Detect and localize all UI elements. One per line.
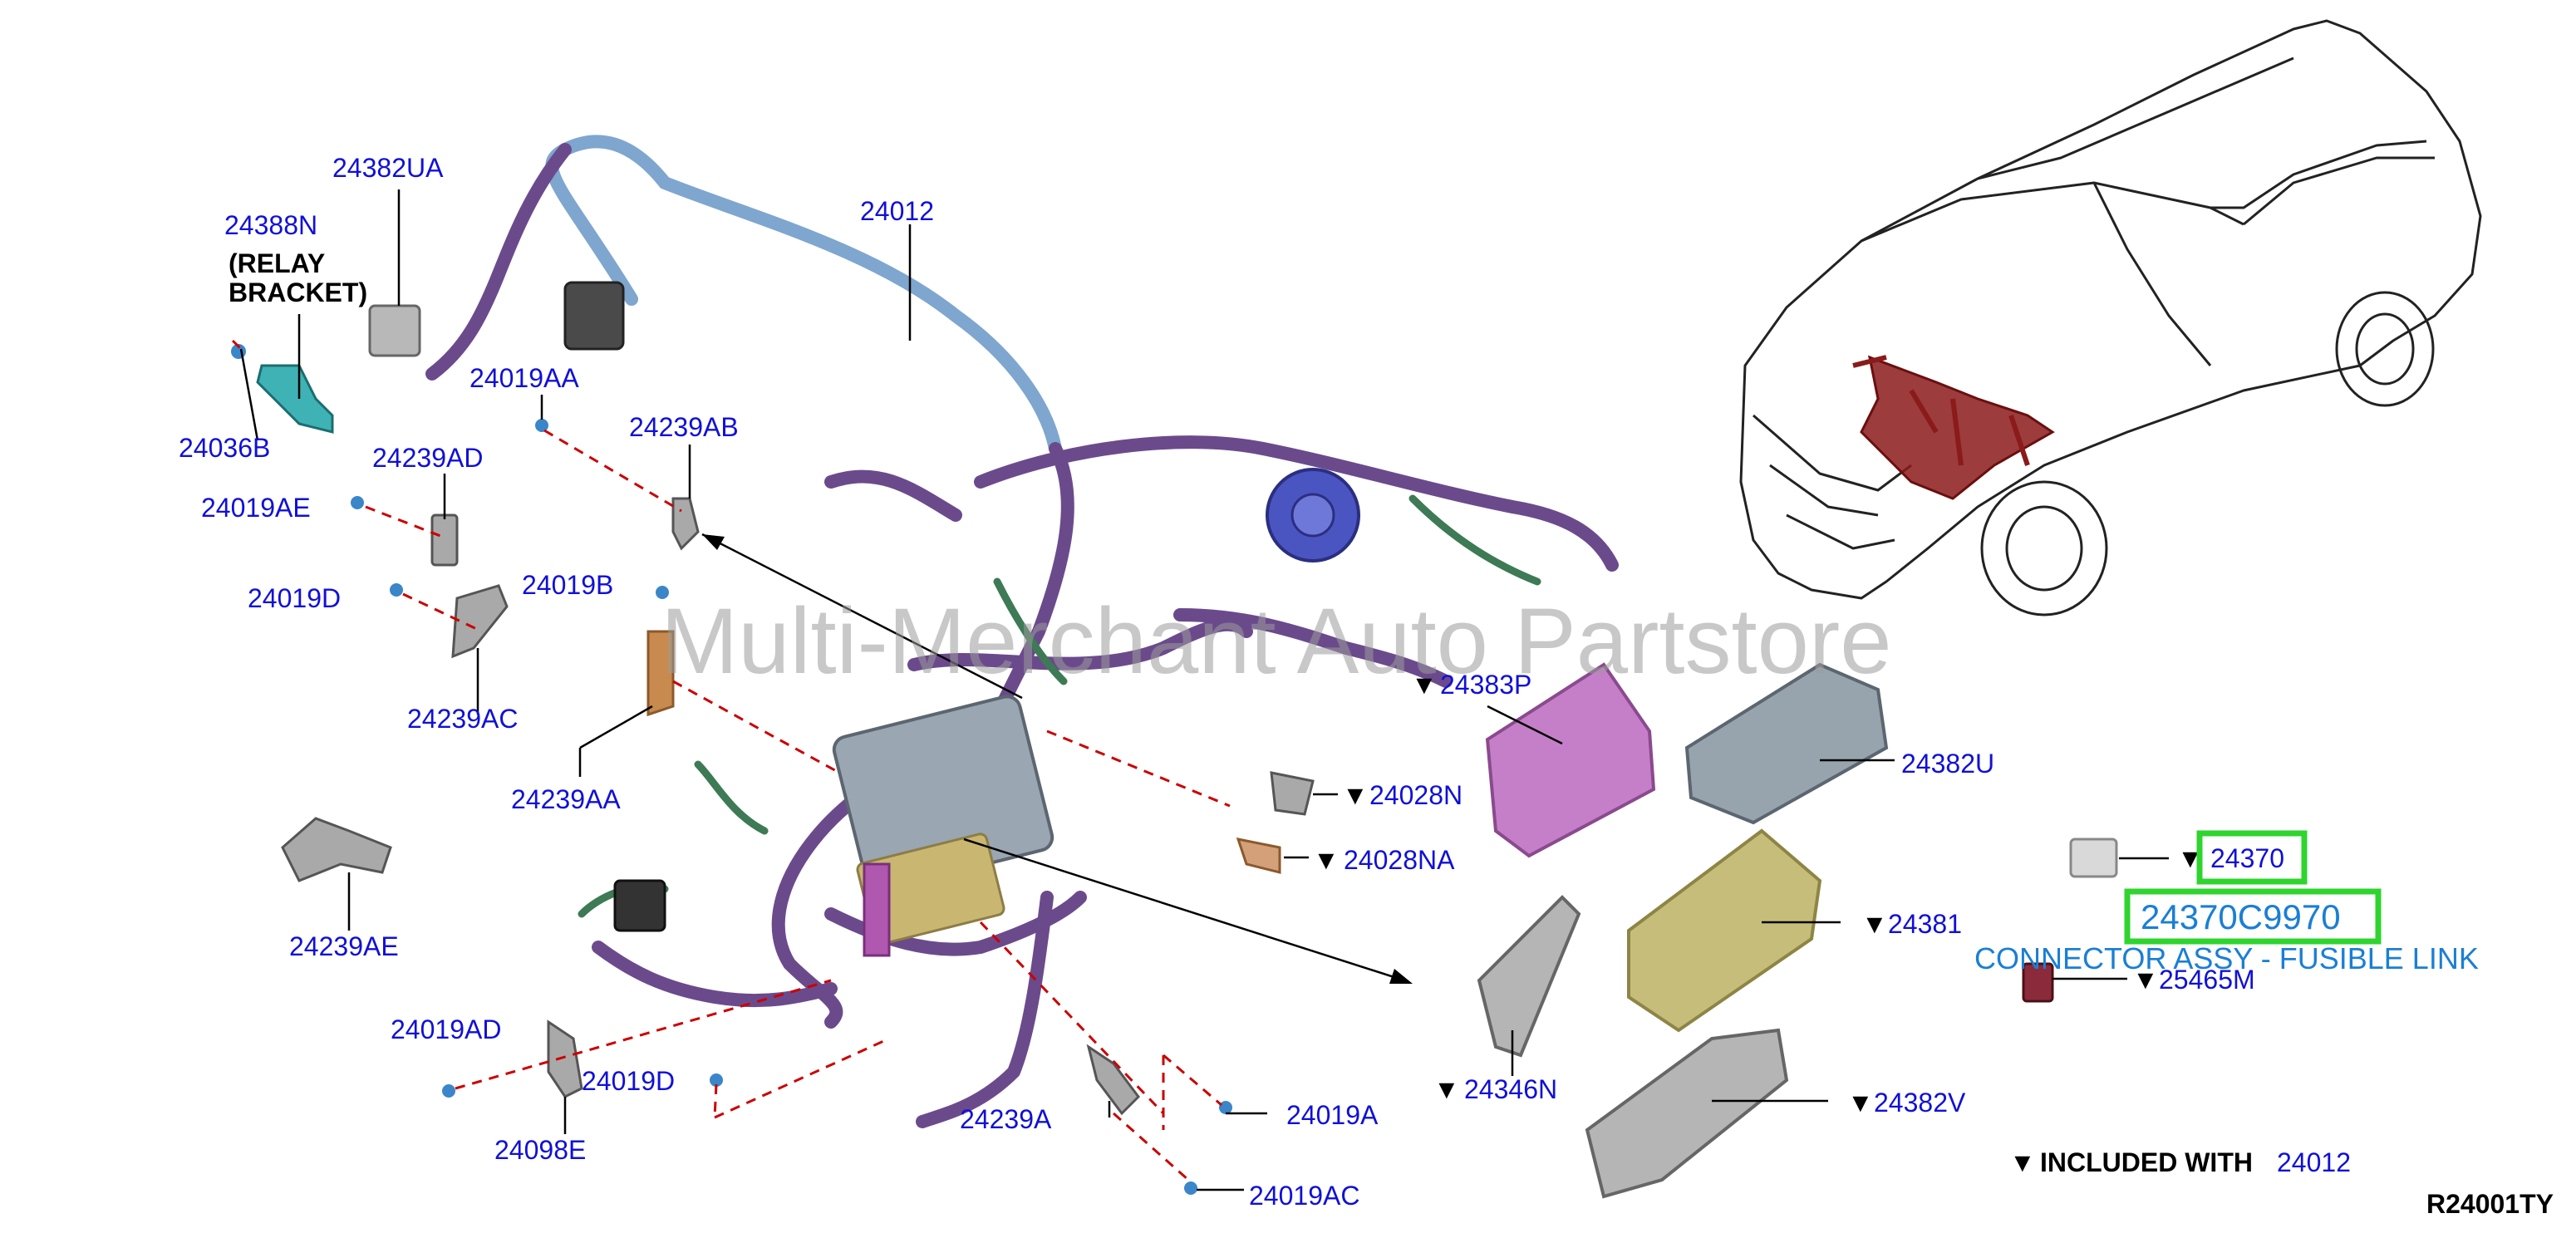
label-24019a[interactable]: 24019A [1286,1100,1379,1130]
label-24381-group[interactable]: ▼ 24381 [1861,909,1962,939]
label-24019aa[interactable]: 24019AA [469,363,579,393]
label-24019ad[interactable]: 24019AD [391,1014,501,1044]
included-marker: ▼ [1411,670,1438,700]
label-24381[interactable]: 24381 [1888,909,1962,939]
label-relay-bracket-line2: BRACKET) [229,278,367,307]
legend-included-part[interactable]: 24012 [2277,1147,2351,1177]
label-24036b[interactable]: 24036B [179,433,270,463]
clip-24028n [1270,771,1315,816]
label-24382v-group[interactable]: ▼ 24382V [1847,1088,1966,1118]
bracket-24346n [1477,895,1581,1058]
part-labels: 24382UA 24388N (RELAY BRACKET) 24012 240… [179,153,2554,1219]
bracket-24239ae [281,817,392,882]
label-24019ac[interactable]: 24019AC [1249,1181,1359,1211]
label-24012[interactable]: 24012 [860,196,934,226]
diagram-reference-code: R24001TY [2426,1189,2554,1219]
label-25465m[interactable]: 25465M [2159,965,2255,995]
included-marker: ▼ [1433,1074,1460,1104]
bracket-24239a [1086,1044,1140,1116]
label-24383p-group[interactable]: ▼ 24383P [1411,670,1531,700]
connector-description: CONNECTOR ASSY - FUSIBLE LINK [1974,941,2479,975]
bolt-24019ad [442,1084,455,1098]
included-marker: ▼ [1847,1088,1874,1118]
label-24346n-group[interactable]: ▼ 24346N [1433,1074,1557,1104]
label-24028n[interactable]: 24028N [1369,780,1463,810]
label-24239a[interactable]: 24239A [960,1104,1052,1134]
cover-24383p [1485,662,1656,858]
label-24028na[interactable]: 24028NA [1344,845,1455,875]
bolt-24019d [390,583,403,597]
label-24382ua[interactable]: 24382UA [332,153,444,183]
relay-bracket-24388n [256,364,334,434]
label-24383p[interactable]: 24383P [1440,670,1531,700]
label-24382u[interactable]: 24382U [1901,749,1994,779]
label-24382v[interactable]: 24382V [1874,1088,1966,1118]
included-marker: ▼ [2009,1147,2036,1177]
fuse-25465m [2022,962,2054,1003]
bolt-24019ae [351,496,364,509]
fusible-link-24370 [2069,838,2118,878]
label-24098e[interactable]: 24098E [494,1135,586,1165]
leader-lines [239,189,2169,1191]
clip-24028na [1236,838,1281,874]
bracket-24098e [547,1019,583,1098]
included-marker: ▼ [2132,965,2159,995]
label-25465m-group[interactable]: ▼ 25465M [2132,965,2255,995]
vehicle-illustration [1739,19,2482,616]
lower-case-24382v [1585,1028,1789,1199]
bolt-24019b [656,586,669,599]
highlight-box-24370c9970 [2124,888,2382,945]
install-dashed-lines [231,339,1231,1181]
label-24346n[interactable]: 24346N [1464,1074,1557,1104]
label-24028na-group[interactable]: ▼ 24028NA [1313,845,1455,875]
label-24019d-lower[interactable]: 24019D [582,1066,675,1096]
included-marker: ▼ [1342,780,1369,810]
label-24239aa[interactable]: 24239AA [511,784,621,814]
included-marker: ▼ [1861,909,1888,939]
small-parts-illustrations [231,304,2118,1199]
legend-included-with: ▼ INCLUDED WITH 24012 [2009,1147,2351,1177]
highlight-box-24370 [2196,830,2308,885]
legend-included-text: INCLUDED WITH [2040,1147,2253,1177]
fuse-box-24381 [1627,828,1822,1033]
label-24239ae[interactable]: 24239AE [289,931,399,961]
bracket-24239ac [451,584,509,659]
bracket-24239ad [430,513,459,567]
label-relay-bracket-line1: (RELAY [229,248,325,278]
bolt-24019a [1219,1101,1232,1114]
bolt-24019aa [535,419,548,432]
label-24388n[interactable]: 24388N [224,210,317,240]
label-24239ad[interactable]: 24239AD [372,443,483,473]
label-24370c9970[interactable]: 24370C9970 [2141,897,2341,936]
label-24239ac[interactable]: 24239AC [407,704,518,734]
label-24019ae[interactable]: 24019AE [201,493,311,523]
cover-24382u [1684,662,1889,825]
main-harness-illustration [425,135,1619,1128]
label-24370[interactable]: 24370 [2210,843,2284,873]
label-24019b[interactable]: 24019B [522,570,613,600]
label-24239ab[interactable]: 24239AB [629,412,739,442]
watermark: Multi-Merchant Auto Partstore [661,589,1891,693]
label-24370-group[interactable]: ▼ 24370 [2177,830,2308,885]
bolt-24019ac [1184,1181,1197,1195]
label-24028n-group[interactable]: ▼ 24028N [1342,780,1463,810]
bracket-24239aa [646,630,675,717]
bolt-24019d-lower [710,1073,723,1087]
label-24019d[interactable]: 24019D [248,583,341,613]
relay-box-24382ua [368,304,421,357]
bracket-24239ab [671,497,700,551]
included-marker: ▼ [1313,845,1340,875]
